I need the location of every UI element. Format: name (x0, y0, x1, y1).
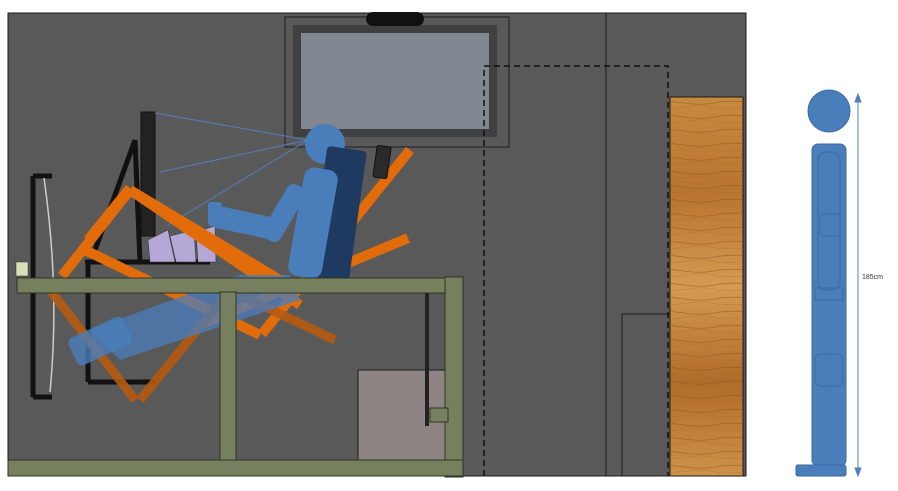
driver-forearm (209, 206, 283, 240)
reference-body (811, 143, 847, 467)
wall-monitor-screen (301, 33, 489, 129)
reference-foot (795, 464, 847, 477)
sightlines (154, 112, 309, 226)
reference-knee (814, 353, 844, 387)
projector-icon (366, 12, 424, 26)
side-monitor (140, 111, 156, 237)
reference-head (807, 89, 851, 133)
door-outline (483, 65, 669, 476)
height-dimension-arrow (854, 92, 862, 478)
reference-hip (814, 287, 844, 301)
reference-hand (819, 213, 841, 237)
shifter-knob (372, 144, 392, 180)
wooden-cabinet-grain (670, 97, 743, 476)
driver-hand (208, 202, 222, 226)
reference-figure (795, 89, 851, 477)
driver-leg (90, 275, 300, 360)
desk-table (7, 276, 464, 478)
driver-shin (68, 316, 132, 366)
left-mount-clamp (15, 261, 29, 277)
driver-figure (68, 124, 367, 366)
height-label: 185cm (862, 274, 883, 281)
